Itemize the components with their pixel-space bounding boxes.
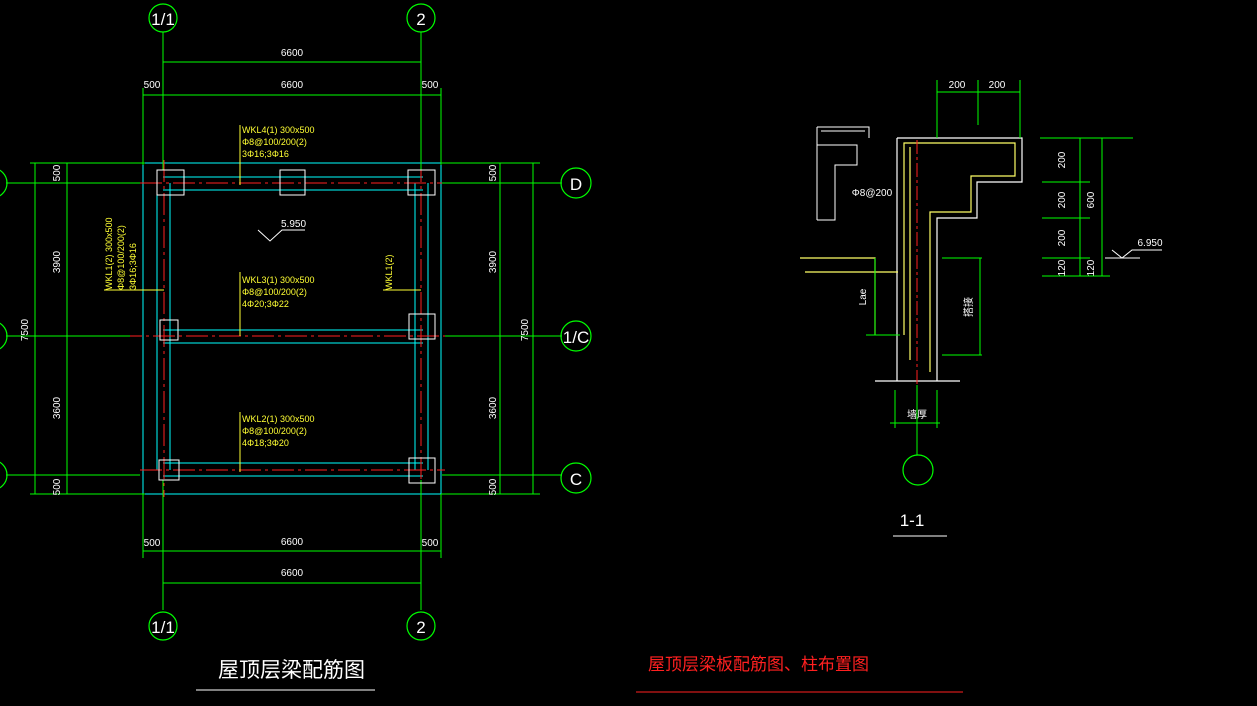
section-dim-right-extra: 120: [1086, 259, 1097, 276]
axis-label-right-bottom: C: [570, 470, 582, 489]
section-dim-top-1: 200: [949, 80, 966, 91]
plan-elevation-marker: 5.950: [257, 219, 306, 242]
dim-bottom-total: 6600: [281, 568, 304, 579]
beam-wkl4-stirrup: Φ8@100/200(2): [242, 137, 307, 147]
section-wall: [875, 137, 1023, 382]
plan-elevation-text: 5.950: [281, 219, 306, 230]
column: [156, 169, 185, 196]
dim-bottom-left-overhang: 500: [144, 538, 161, 549]
column: [159, 319, 179, 341]
dim-right-top: 500: [488, 164, 499, 181]
section-dim-right-total: 600: [1086, 191, 1097, 208]
section-dim-right-3: 200: [1057, 229, 1068, 246]
axis-label-right-top: D: [570, 175, 582, 194]
section-lap-label: 搭接: [962, 297, 975, 317]
plan-axis-labels: 1/1 2 1/1 2 D 1/C C: [151, 10, 589, 637]
beam-wkl3-bars: 4Φ20;3Φ22: [242, 299, 289, 309]
section-title: 1-1: [900, 511, 925, 530]
dim-bottom-right-overhang: 500: [422, 538, 439, 549]
beam-wkl1-right-name: WKL1(2): [384, 254, 394, 290]
beam-wkl2-bars: 4Φ18;3Φ20: [242, 438, 289, 448]
plan-title: 屋顶层梁配筋图: [218, 658, 365, 682]
beam-wkl2-stirrup: Φ8@100/200(2): [242, 426, 307, 436]
section-dim-top-2: 200: [989, 80, 1006, 91]
plan-axis-bubbles: [0, 3, 592, 641]
section-texts: 200 200 Φ8@200 200 200 200 120 600 120 6…: [852, 80, 1163, 421]
column: [408, 313, 436, 340]
plan-grid-lines: [6, 32, 562, 610]
dim-bottom-span: 6600: [281, 537, 304, 548]
beam-wkl2-name: WKL2(1) 300x500: [242, 414, 315, 424]
dim-left-upper: 3900: [52, 250, 63, 273]
section-dim-right-2: 200: [1057, 191, 1068, 208]
plan-columns: [156, 169, 436, 484]
sheet-title: 屋顶层梁板配筋图、柱布置图: [648, 655, 869, 675]
section-elevation-text: 6.950: [1137, 238, 1162, 249]
section-rebar: [800, 142, 1016, 372]
axis-label-bottom-left: 1/1: [151, 618, 175, 637]
axis-label-right-mid: 1/C: [563, 328, 589, 347]
section-bottom-label: 墙厚: [907, 408, 927, 421]
beam-wkl1-left-name: WKL1(2) 300x500: [104, 217, 114, 290]
beam-wkl4-name: WKL4(1) 300x500: [242, 125, 315, 135]
dim-right-bottom: 500: [488, 478, 499, 495]
column: [279, 169, 306, 196]
column: [408, 457, 436, 484]
dim-right-total: 7500: [520, 318, 531, 341]
dim-left-bottom: 500: [52, 478, 63, 495]
column: [407, 169, 436, 196]
plan-outline: [142, 162, 442, 495]
section-left-detail: [816, 126, 870, 221]
section-axis-bubble: [902, 454, 934, 486]
axis-label-bottom-right: 2: [416, 618, 425, 637]
axis-label-top-left: 1/1: [151, 10, 175, 29]
dim-right-lower: 3600: [488, 396, 499, 419]
section-dim-right-1: 200: [1057, 151, 1068, 168]
section-rebar-label: Φ8@200: [852, 188, 893, 199]
dim-top-right-overhang: 500: [422, 80, 439, 91]
beam-wkl1-left-bars: 3Φ16;3Φ16: [128, 243, 138, 290]
beam-wkl4-bars: 3Φ16;3Φ16: [242, 149, 289, 159]
dim-right-upper: 3900: [488, 250, 499, 273]
plan-center-lines: [120, 160, 470, 497]
plan-dimension-texts: 6600 6600 500 500 6600 6600 500 500: [144, 48, 439, 579]
column: [158, 459, 180, 481]
dim-left-total: 7500: [20, 318, 31, 341]
plan-dimension-texts-vertical: 500 3900 3600 500 7500 500 3900 3600 500…: [20, 164, 531, 495]
beam-annotations: WKL4(1) 300x500 Φ8@100/200(2) 3Φ16;3Φ16 …: [104, 125, 421, 472]
axis-label-top-right: 2: [416, 10, 425, 29]
section-dim-right-4: 120: [1057, 259, 1068, 276]
dim-left-lower: 3600: [52, 396, 63, 419]
section-dimension-lines: [866, 80, 1133, 455]
beam-wkl3-name: WKL3(1) 300x500: [242, 275, 315, 285]
dim-top-left-overhang: 500: [144, 80, 161, 91]
section-anchor-label: Lae: [858, 288, 869, 305]
section-elevation-marker: [1105, 249, 1162, 259]
plan-dimension-lines: [30, 61, 540, 584]
beam-wkl3-stirrup: Φ8@100/200(2): [242, 287, 307, 297]
beam-wkl1-left-stirrup: Φ8@100/200(2): [116, 225, 126, 290]
dim-top-total: 6600: [281, 48, 304, 59]
dim-top-span: 6600: [281, 80, 304, 91]
dim-left-top: 500: [52, 164, 63, 181]
